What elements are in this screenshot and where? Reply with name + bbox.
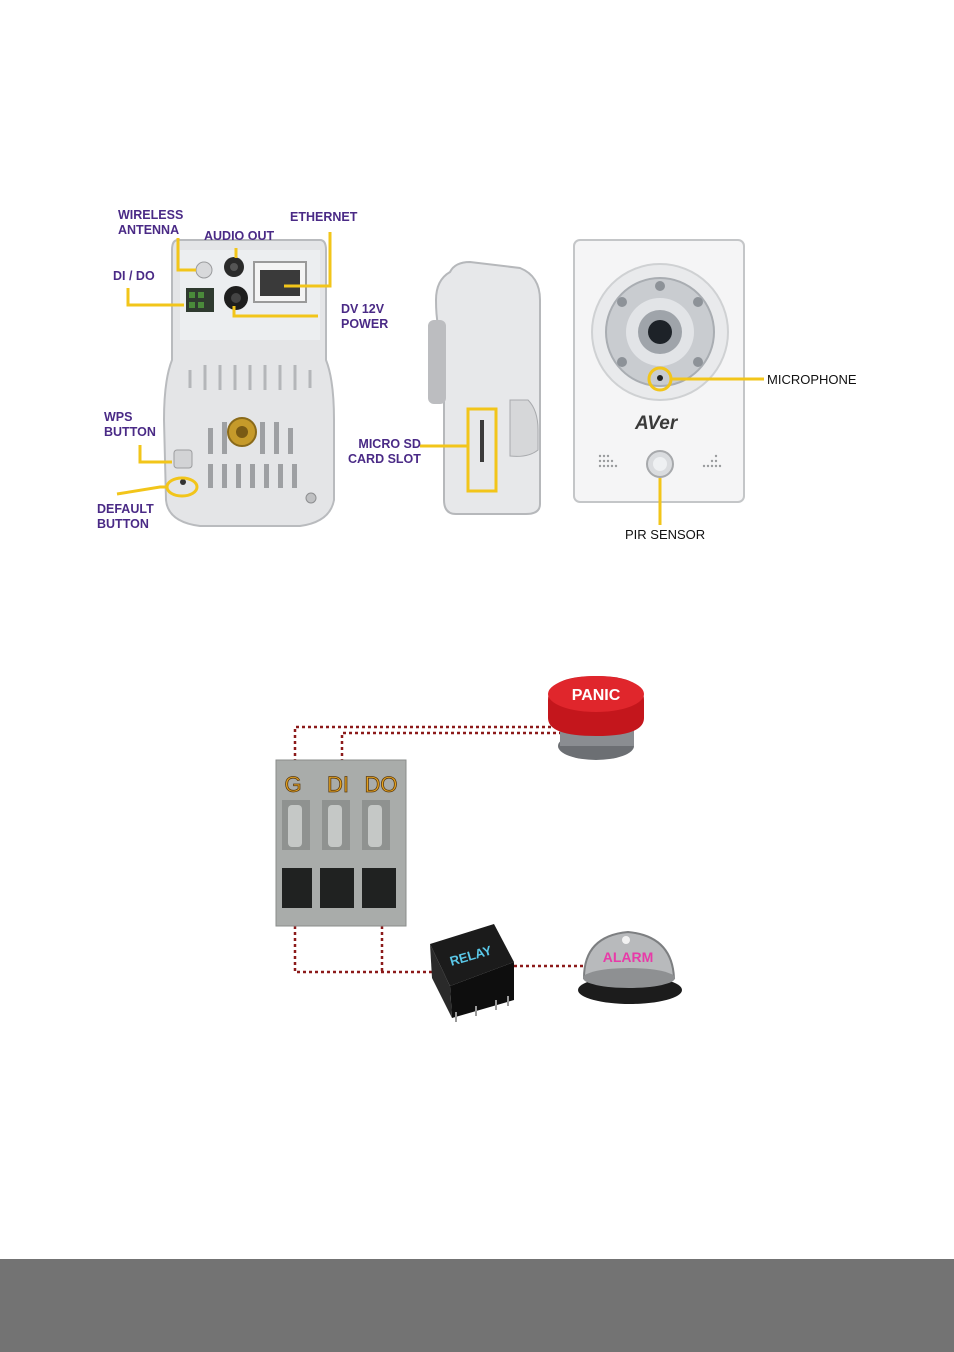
- relay: RELAY: [430, 924, 514, 1022]
- camera-diagram: [116, 232, 764, 527]
- wires: [293, 725, 584, 974]
- microphone-label: MICROPHONE: [767, 372, 857, 387]
- alarm-bell: ALARM: [578, 930, 682, 1004]
- footer-bar: [0, 1259, 954, 1352]
- camera-side-view: [428, 260, 541, 515]
- terminal-label: G: [284, 772, 301, 797]
- terminal-label: DI: [327, 772, 349, 797]
- ethernet-label: ETHERNET: [290, 210, 358, 224]
- audio-out-label: AUDIO OUT: [204, 229, 275, 243]
- default-button-label: DEFAULT BUTTON: [97, 502, 154, 531]
- panic-button: PANIC: [548, 676, 644, 760]
- pir-sensor-label: PIR SENSOR: [625, 527, 706, 542]
- callout-lines: [116, 232, 764, 525]
- wiring-diagram: G DI DO PANIC RELAY ALARM: [275, 676, 682, 1022]
- terminal-label: DO: [365, 772, 398, 797]
- wireless-antenna-label: WIRELESS ANTENNA: [118, 208, 184, 237]
- wps-button-label: WPS BUTTON: [104, 410, 156, 439]
- alarm-label: ALARM: [603, 949, 654, 965]
- terminal-block: G DI DO: [275, 759, 407, 927]
- camera-front-view: [573, 239, 745, 503]
- di-do-label: DI / DO: [113, 269, 155, 283]
- micro-sd-label: MICRO SD CARD SLOT: [348, 437, 421, 466]
- aver-logo: AVer: [635, 413, 678, 434]
- dv-power-label: DV 12V POWER: [341, 302, 389, 331]
- camera-back-view: [162, 239, 335, 527]
- panic-label: PANIC: [572, 687, 621, 704]
